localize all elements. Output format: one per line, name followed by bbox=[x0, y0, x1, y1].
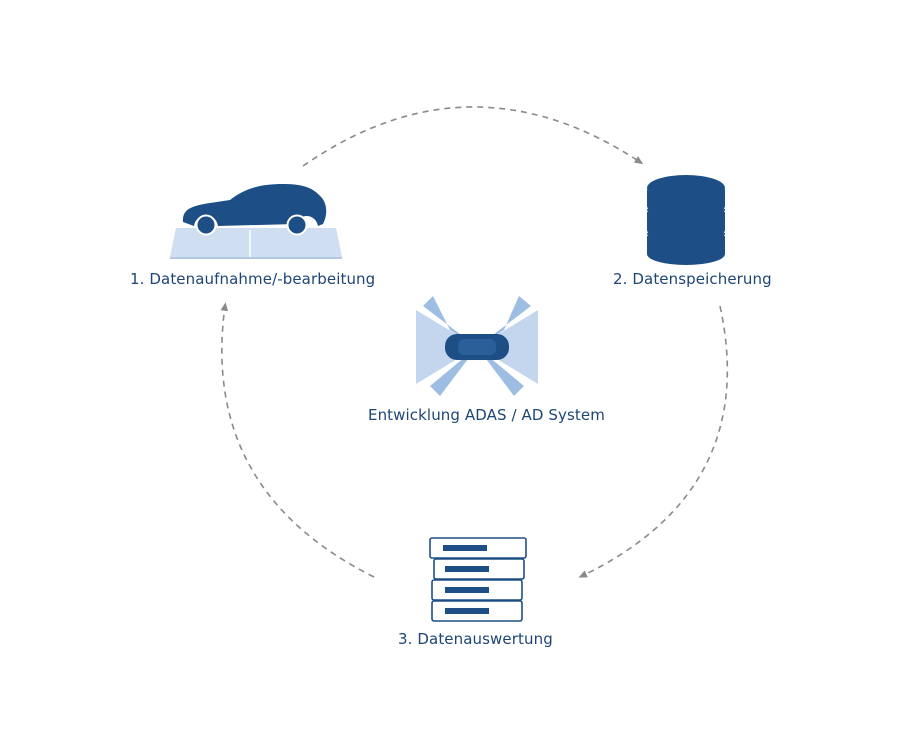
car-on-platform-icon bbox=[170, 184, 342, 259]
arrow-step1-to-step2 bbox=[302, 106, 644, 167]
car-sensor-fields-icon bbox=[416, 296, 538, 396]
step-1-label: 1. Datenaufnahme/-bearbeitung bbox=[130, 270, 376, 288]
center-label: Entwicklung ADAS / AD System bbox=[368, 406, 605, 424]
database-icon bbox=[647, 175, 725, 265]
server-rack-icon bbox=[429, 537, 527, 622]
arrow-step3-to-step1 bbox=[220, 302, 375, 578]
step-3-label: 3. Datenauswertung bbox=[398, 630, 553, 648]
arrow-step2-to-step3 bbox=[578, 305, 728, 578]
step-2-label: 2. Datenspeicherung bbox=[613, 270, 772, 288]
